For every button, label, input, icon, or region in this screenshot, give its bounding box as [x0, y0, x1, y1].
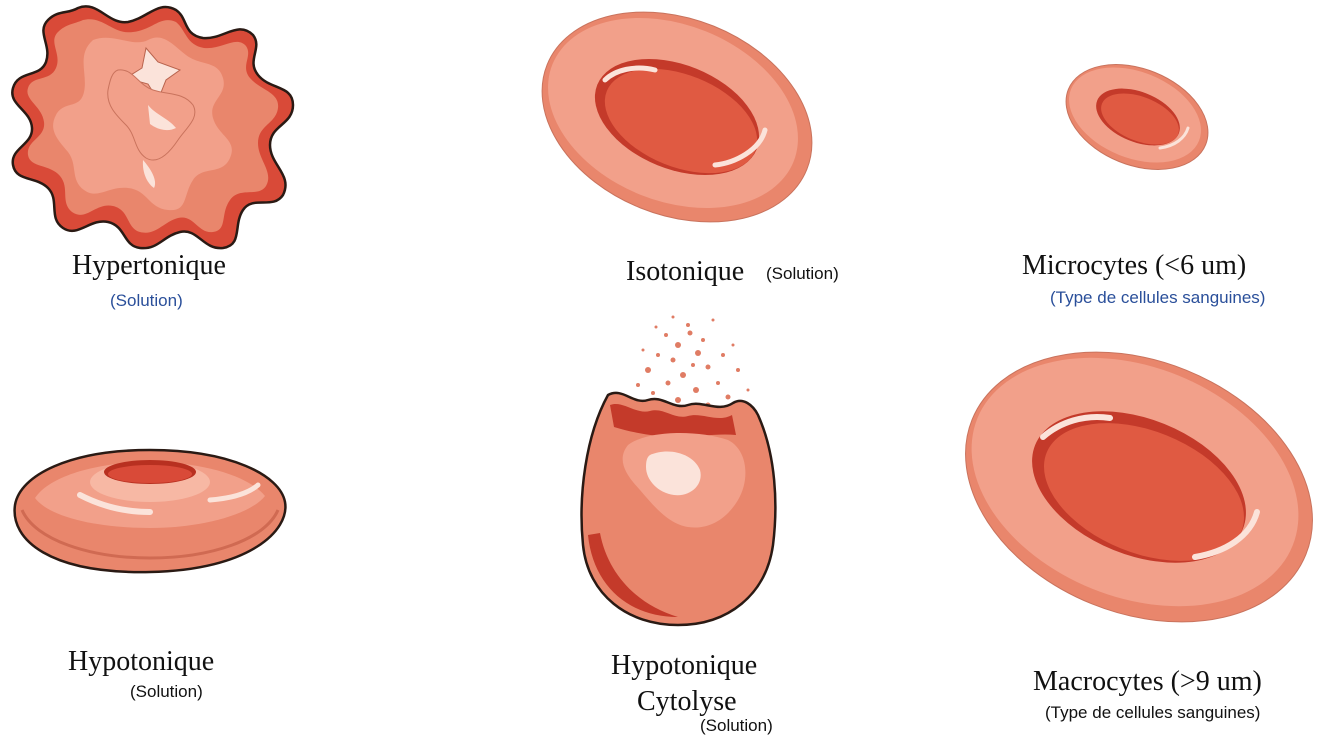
cytolysis-title-line2: Cytolyse	[637, 686, 737, 717]
crenated-cell-illustration	[11, 5, 295, 250]
lysed-cell-illustration	[580, 315, 777, 627]
microcyte-illustration	[1065, 64, 1209, 170]
isotonic-subtitle: (Solution)	[766, 264, 839, 283]
normal-cell-illustration	[541, 11, 813, 223]
swollen-cell-illustration	[13, 448, 287, 574]
microcytes-title: Microcytes (<6 um)	[1022, 250, 1247, 281]
isotonic-title: Isotonique	[626, 256, 745, 287]
hypertonic-subtitle: (Solution)	[110, 291, 183, 310]
hypotonic-title: Hypotonique	[68, 646, 215, 677]
released-hemoglobin-particles	[636, 315, 750, 417]
microcytes-subtitle: (Type de cellules sanguines)	[1050, 288, 1266, 307]
hypertonic-title: Hypertonique	[72, 250, 226, 281]
cytolysis-subtitle: (Solution)	[700, 716, 773, 735]
macrocytes-title: Macrocytes (>9 um)	[1033, 666, 1262, 697]
macrocyte-illustration	[965, 351, 1313, 623]
hypotonic-subtitle: (Solution)	[130, 682, 203, 701]
macrocytes-subtitle: (Type de cellules sanguines)	[1045, 703, 1261, 722]
cytolysis-title-line1: Hypotonique	[611, 650, 758, 681]
